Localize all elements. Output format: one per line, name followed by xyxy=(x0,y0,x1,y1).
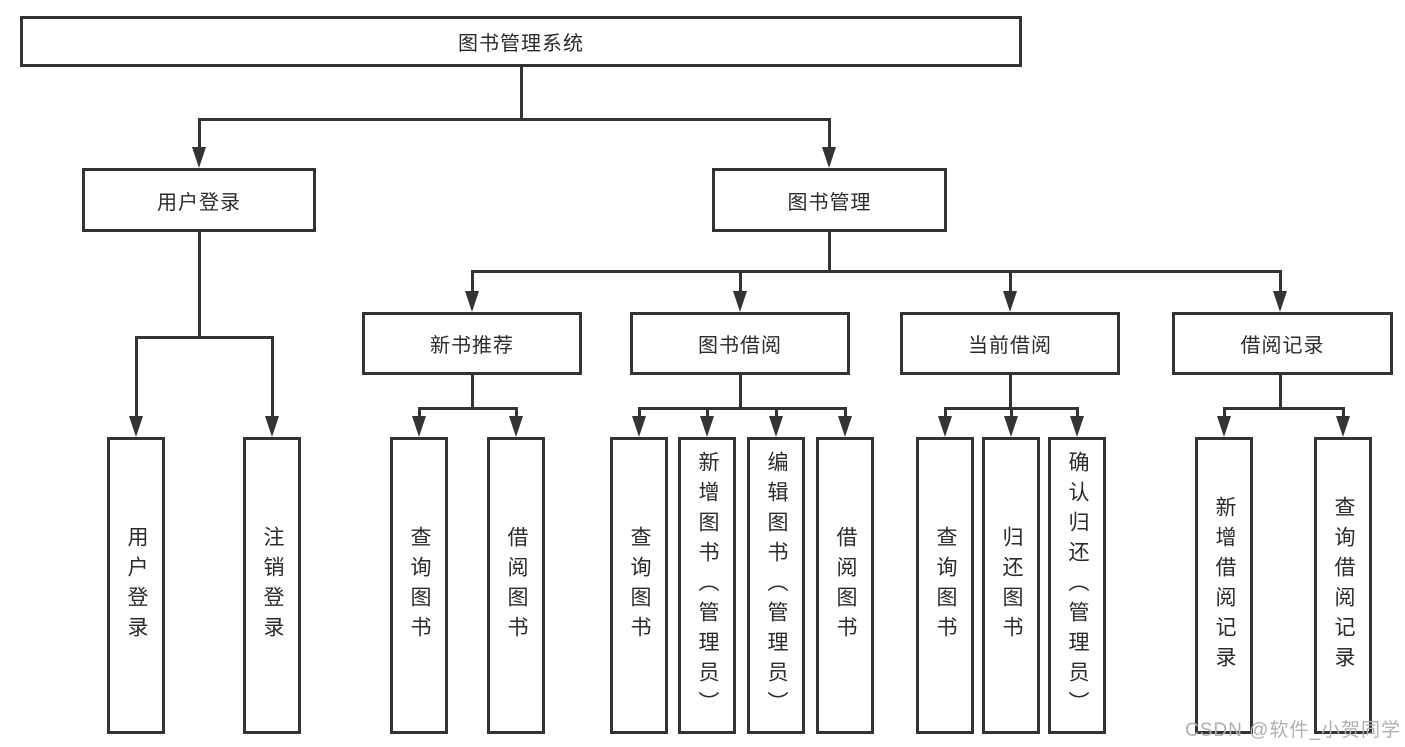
node-user-login: 用户登录 xyxy=(82,168,316,232)
arrow-down-to-current-borrow xyxy=(1003,270,1017,312)
leaf-edit-book-admin: 编辑图书（管理员） xyxy=(747,437,805,734)
leaf-logout: 注销登录 xyxy=(243,437,301,734)
arrow-down-to-borrow-book xyxy=(838,407,852,437)
node-root: 图书管理系统 xyxy=(20,16,1022,67)
node-current-borrow: 当前借阅 xyxy=(900,312,1120,375)
arrow-down-to-book-borrow xyxy=(733,270,747,312)
connector-new-book-recommend-stem xyxy=(471,375,474,410)
connector-borrow-records-bar xyxy=(1223,407,1345,410)
arrow-down-to-borrow-book-recommend xyxy=(509,407,523,437)
node-book-management: 图书管理 xyxy=(712,168,947,232)
node-book-borrow: 图书借阅 xyxy=(630,312,850,375)
arrow-down-to-confirm-return-admin xyxy=(1070,407,1084,437)
leaf-return-book: 归还图书 xyxy=(982,437,1040,734)
arrow-down-to-return-book xyxy=(1004,407,1018,437)
arrow-down-to-user-login xyxy=(192,118,206,168)
arrow-down-to-add-borrow-record xyxy=(1217,407,1231,437)
arrow-down-to-borrow-records xyxy=(1273,270,1287,312)
connector-user-login-bar xyxy=(135,336,274,339)
leaf-add-borrow-record: 新增借阅记录 xyxy=(1195,437,1253,734)
arrow-down-to-query-book-borrow xyxy=(632,407,646,437)
leaf-query-book-current: 查询图书 xyxy=(916,437,974,734)
arrow-down-to-query-book-current xyxy=(938,407,952,437)
arrow-down-to-query-book-recommend xyxy=(412,407,426,437)
connector-book-borrow-bar xyxy=(638,407,847,410)
arrow-down-to-new-book-recommend xyxy=(465,270,479,312)
arrow-down-to-book-management xyxy=(822,118,836,168)
connector-user-login-stem xyxy=(198,232,201,339)
leaf-borrow-book: 借阅图书 xyxy=(816,437,874,734)
node-borrow-records: 借阅记录 xyxy=(1172,312,1393,375)
arrow-down-to-add-book-admin xyxy=(700,407,714,437)
csdn-watermark: CSDN @软件_小贺同学 xyxy=(1185,720,1401,741)
leaf-borrow-book-recommend: 借阅图书 xyxy=(487,437,545,734)
leaf-user-login: 用户登录 xyxy=(107,437,165,734)
arrow-down-to-query-borrow-record xyxy=(1336,407,1350,437)
connector-book-borrow-stem xyxy=(739,375,742,410)
leaf-query-book-recommend: 查询图书 xyxy=(390,437,448,734)
connector-new-book-recommend-bar xyxy=(418,407,518,410)
leaf-confirm-return-admin: 确认归还（管理员） xyxy=(1048,437,1106,734)
arrow-down-to-leaf-logout xyxy=(265,336,279,437)
arrow-down-to-leaf-user-login xyxy=(129,336,143,437)
leaf-add-book-admin: 新增图书（管理员） xyxy=(678,437,736,734)
connector-root-stem xyxy=(520,67,523,121)
connector-borrow-records-stem xyxy=(1279,375,1282,410)
connector-book-management-stem xyxy=(828,232,831,273)
leaf-query-book-borrow: 查询图书 xyxy=(610,437,668,734)
connector-current-borrow-stem xyxy=(1009,375,1012,410)
leaf-query-borrow-record: 查询借阅记录 xyxy=(1314,437,1372,734)
connector-book-management-bar xyxy=(471,270,1281,273)
connector-root-bar xyxy=(198,118,831,121)
arrow-down-to-edit-book-admin xyxy=(769,407,783,437)
node-new-book-recommend: 新书推荐 xyxy=(362,312,582,375)
